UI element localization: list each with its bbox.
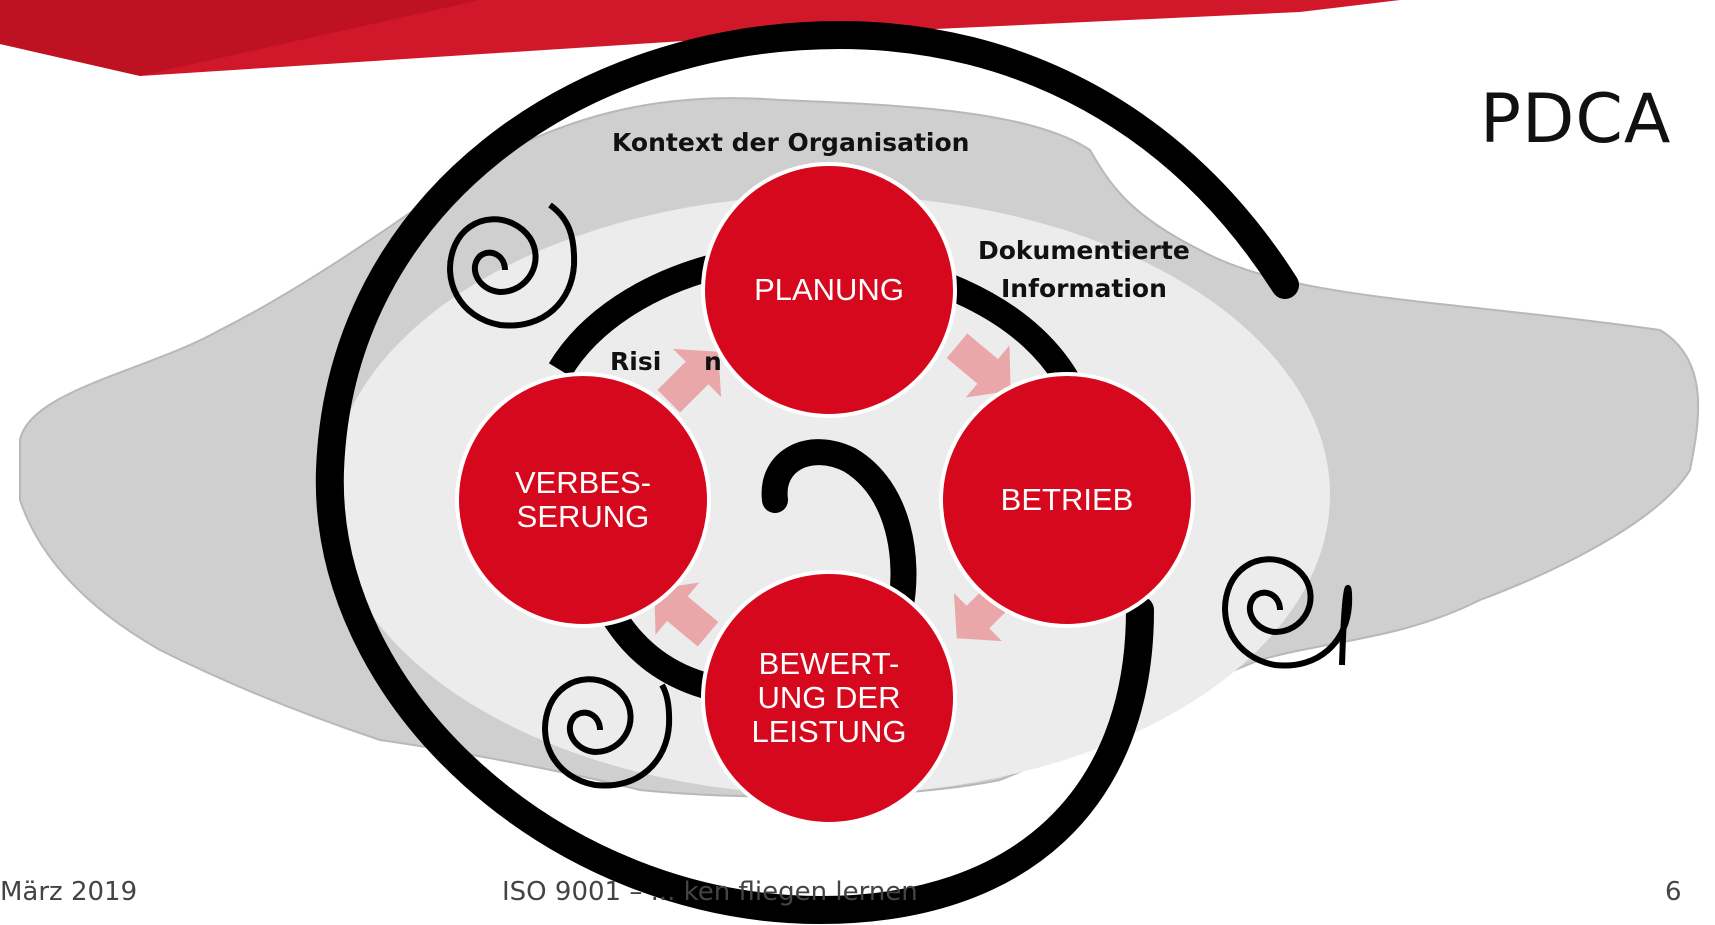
cycle-step-planung: PLANUNG bbox=[701, 162, 957, 418]
label-risiken-partial: Risi bbox=[610, 347, 662, 376]
cycle-step-betrieb: BETRIEB bbox=[939, 372, 1195, 628]
footer-title: ISO 9001 – ... ken fliegen lernen bbox=[502, 877, 918, 907]
arrow-bewertung-to-verbesserung bbox=[654, 582, 719, 647]
center-spiral bbox=[761, 439, 917, 623]
spiral-decoration-top-left bbox=[447, 202, 578, 329]
arrow-verbesserung-to-planung bbox=[657, 348, 722, 413]
spiral-decoration-bottom-left bbox=[542, 676, 673, 789]
spiral-decoration-right bbox=[1222, 556, 1353, 669]
label-dokumentierte-information: Dokumentierte Information bbox=[978, 236, 1190, 303]
arrow-planung-to-betrieb bbox=[946, 333, 1011, 398]
header-red-banner-shade bbox=[0, 0, 480, 76]
page-title: PDCA bbox=[1480, 80, 1672, 159]
cycle-step-bewertung-der-leistung: BEWERT- UNG DER LEISTUNG bbox=[701, 570, 957, 826]
footer-page-number: 6 bbox=[1665, 877, 1682, 907]
label-kontext-der-organisation: Kontext der Organisation bbox=[612, 128, 970, 157]
outer-spiral bbox=[315, 20, 1299, 925]
cycle-step-verbesserung: VERBES- SERUNG bbox=[455, 372, 711, 628]
footer-date: März 2019 bbox=[0, 877, 138, 907]
